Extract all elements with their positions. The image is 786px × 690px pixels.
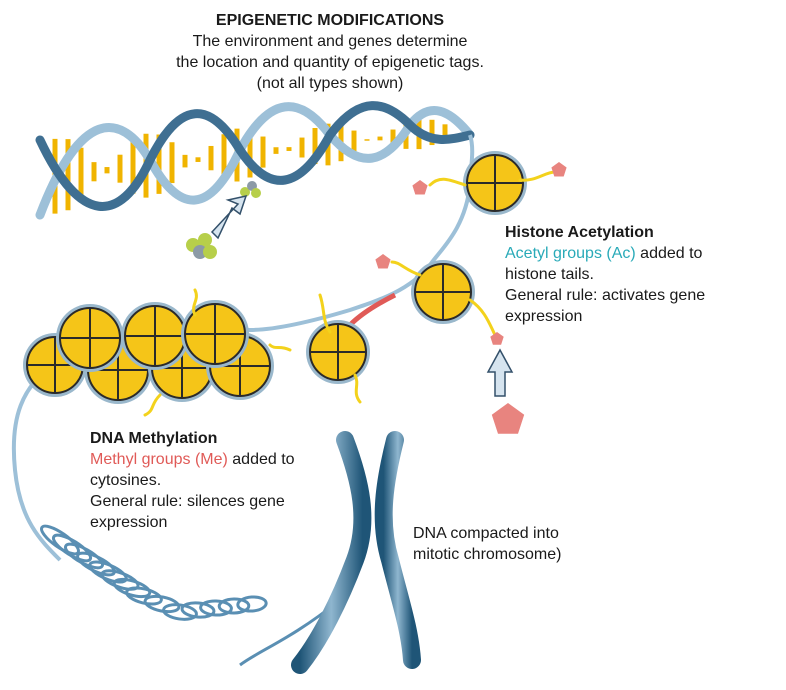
title-block: EPIGENETIC MODIFICATIONS The environment… [100, 10, 560, 94]
chromatid-left [291, 431, 372, 674]
chromosome-label: DNA compacted into mitotic chromosome) [413, 523, 613, 565]
coiled-dna [40, 524, 341, 667]
methylation-heading: DNA Methylation [90, 430, 218, 447]
methyl-groups [186, 181, 261, 259]
chromosome-line-2: mitotic chromosome) [413, 546, 562, 563]
subtitle-line-1: The environment and genes determine [192, 33, 468, 50]
dna-coil-loop [112, 577, 152, 599]
acetyl-highlight: Acetyl groups (Ac) [505, 245, 636, 262]
acetyl-line-3: General rule: activates gene [505, 287, 706, 304]
nucleosome-icon [411, 260, 475, 324]
mitotic-chromosome [291, 431, 421, 674]
dna-coil-loop [125, 586, 163, 606]
acetyl-line-4: expression [505, 308, 583, 325]
nucleosome-icon [181, 300, 249, 368]
dna-coil-loop [143, 594, 181, 614]
dna-coil-loop [40, 524, 80, 556]
dna-coil-loop [199, 599, 233, 617]
chromosome-line-1: DNA compacted into [413, 525, 559, 542]
dna-coil-loop [217, 597, 251, 615]
acetyl-group-icon [375, 254, 391, 269]
methyl-highlight: Methyl groups (Me) [90, 451, 228, 468]
nucleosome-icon [463, 151, 527, 215]
acetyl-group-icon [551, 162, 567, 177]
arrow-acetyl-icon [486, 348, 514, 397]
chromatid-right [374, 431, 421, 669]
nucleosome-icon [306, 320, 370, 384]
methyl-line1-rest: added to [227, 451, 295, 468]
methyl-line-3: General rule: silences gene [90, 493, 285, 510]
dna-double-helix [35, 101, 475, 220]
histone-acetylation-label: Histone Acetylation Acetyl groups (Ac) a… [505, 222, 780, 327]
helix-strand-b [35, 101, 475, 211]
dna-coil-loop [236, 595, 268, 613]
acetyl-line-2: histone tails. [505, 266, 594, 283]
acetyl-group-icon [491, 403, 525, 434]
nucleosome-icon [56, 304, 124, 372]
methylated-dna-segment [348, 292, 397, 327]
acetyl-group-icon [412, 180, 428, 195]
dna-coil-loop [180, 601, 216, 619]
acetyl-groups [375, 162, 567, 434]
acetyl-line1-rest: added to [635, 245, 703, 262]
acetylation-heading: Histone Acetylation [505, 224, 654, 241]
nucleosome-cluster [23, 151, 527, 404]
subtitle-line-3: (not all types shown) [256, 75, 404, 92]
methyl-line-2: cytosines. [90, 472, 162, 489]
histone-tails [143, 170, 557, 417]
arrow-methyl-icon [210, 194, 248, 240]
dna-methylation-label: DNA Methylation Methyl groups (Me) added… [90, 428, 360, 533]
dna-coil-loop [162, 603, 198, 621]
subtitle-line-2: the location and quantity of epigenetic … [176, 54, 484, 71]
dna-linker-fiber [11, 134, 475, 562]
methyl-line-4: expression [90, 514, 168, 531]
page-title: EPIGENETIC MODIFICATIONS [215, 12, 445, 29]
nucleosome-icon [121, 302, 189, 370]
acetyl-group-icon [490, 332, 504, 345]
